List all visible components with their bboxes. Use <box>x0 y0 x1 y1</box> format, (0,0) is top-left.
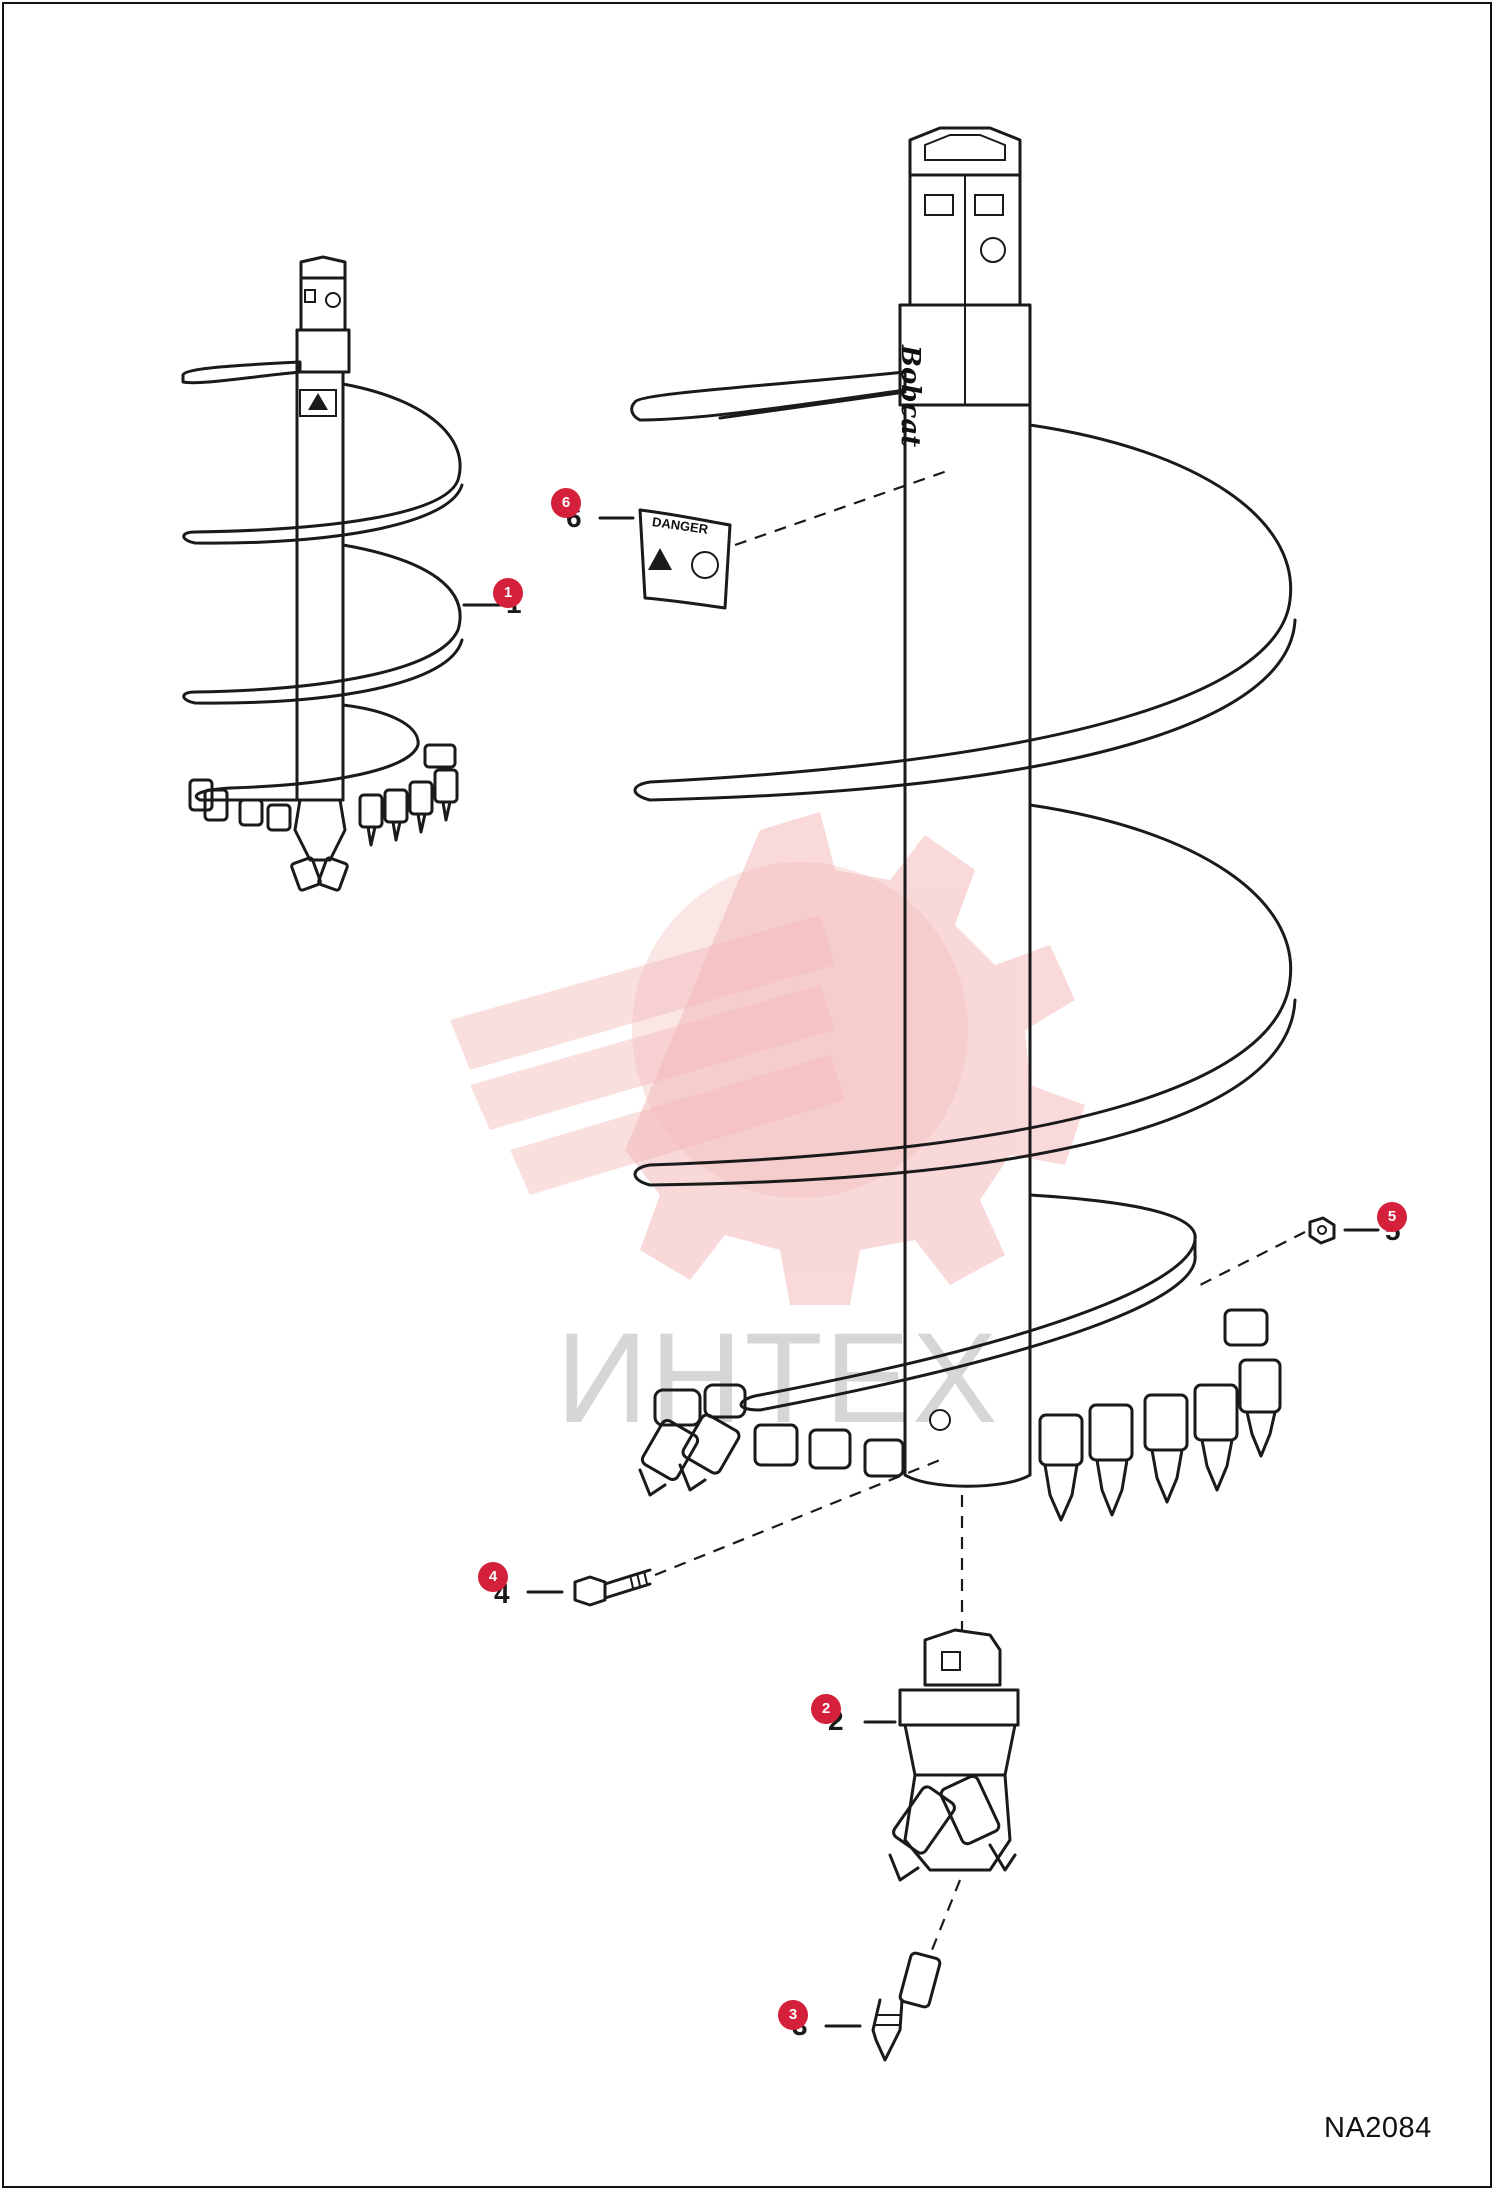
small-auger-assembly <box>181 255 464 892</box>
bolt <box>573 1568 652 1607</box>
callout-3[interactable]: 3 <box>778 2000 808 2030</box>
callout-6[interactable]: 6 <box>551 488 581 518</box>
callout-1[interactable]: 1 <box>493 578 523 608</box>
replacement-tooth <box>871 1951 942 2062</box>
drawing-code: NA2084 <box>1324 2112 1432 2144</box>
callout-5[interactable]: 5 <box>1377 1202 1407 1232</box>
danger-decal <box>638 508 732 610</box>
callout-2[interactable]: 2 <box>811 1694 841 1724</box>
nut <box>1308 1216 1336 1245</box>
large-auger-assembly <box>630 126 1297 1522</box>
callout-4[interactable]: 4 <box>478 1562 508 1592</box>
brand-label: Bobcat <box>895 345 925 448</box>
pilot-bit <box>888 1628 1020 1882</box>
